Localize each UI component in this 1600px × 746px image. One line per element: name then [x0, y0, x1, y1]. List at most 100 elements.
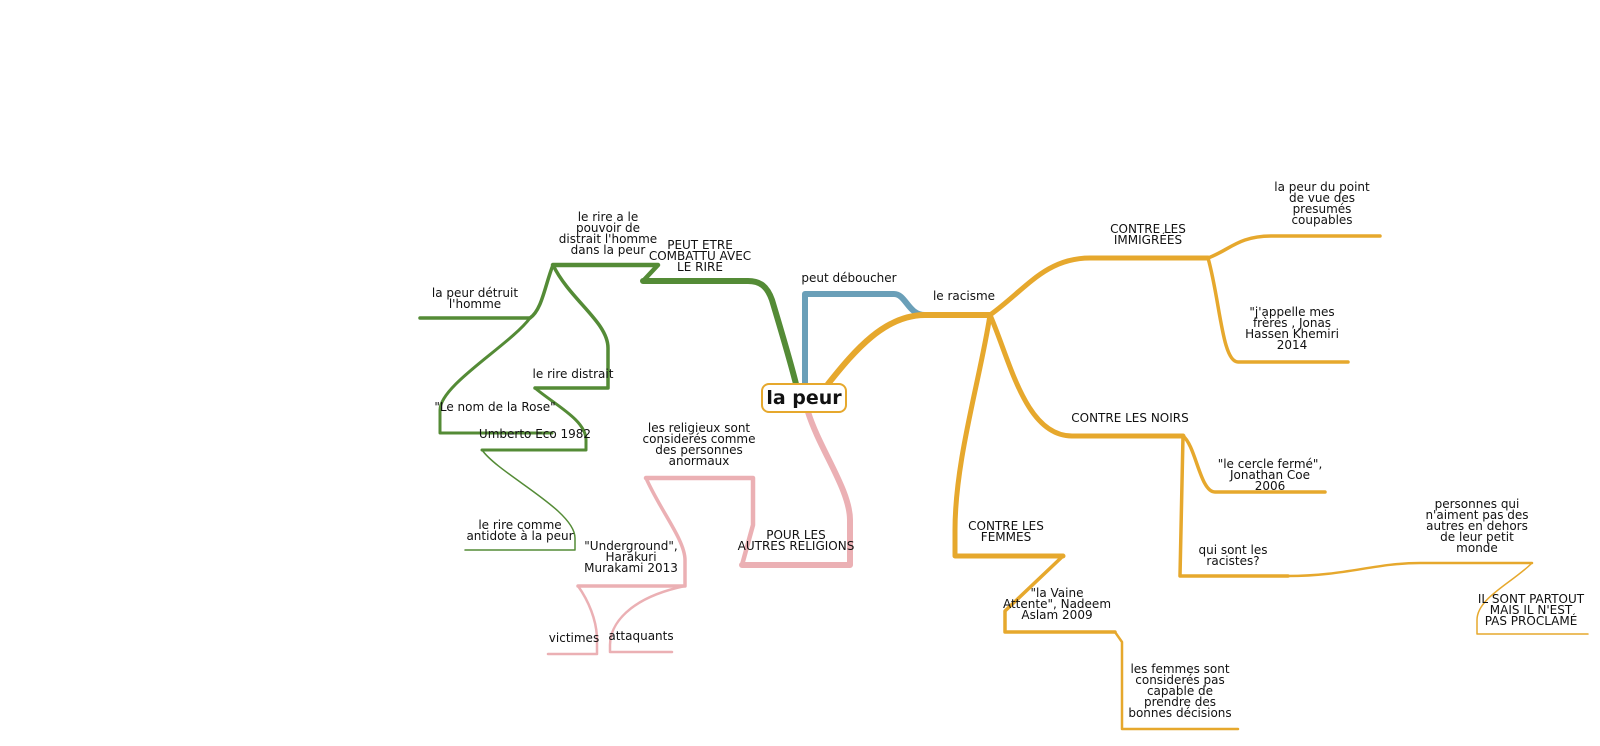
- node-le-racisme[interactable]: le racisme: [933, 289, 995, 303]
- label-line: CONTRE LES: [1110, 222, 1186, 236]
- label-line: le rire a le: [578, 210, 639, 224]
- label-line: pouvoir de: [576, 221, 640, 235]
- edge-underground-to-victimes[interactable]: [546, 584, 599, 656]
- label-line: des personnes: [655, 443, 742, 457]
- label-line: 2014: [1277, 338, 1308, 352]
- edge-peut-etre-to-rire-a[interactable]: [550, 262, 661, 284]
- label-line: la peur du point: [1274, 180, 1370, 194]
- branch-pink: [546, 409, 853, 656]
- label-line: de vue des: [1289, 191, 1355, 205]
- label-line: distrait l'homme: [559, 232, 657, 246]
- label-line: Harakuri: [605, 550, 656, 564]
- node-le-rire-distrait[interactable]: le rire distrait: [533, 367, 614, 381]
- edge-vaine-to-capable[interactable]: [1113, 630, 1240, 731]
- label-line: n'aiment pas des: [1425, 508, 1528, 522]
- edge-root-to-peut-deboucher[interactable]: [802, 291, 971, 387]
- label-line: Attente", Nadeem: [1003, 597, 1111, 611]
- label-line: bonnes décisions: [1128, 706, 1231, 720]
- label-line: racistes?: [1206, 554, 1259, 568]
- edge-religieux-to-underground[interactable]: [576, 476, 687, 588]
- label-line: CONTRE LES: [968, 519, 1044, 533]
- label-line: de leur petit: [1440, 530, 1514, 544]
- label-line: "la Vaine: [1031, 586, 1084, 600]
- label-line: IMMIGRÉES: [1114, 232, 1182, 247]
- edge-religions-to-religieux[interactable]: [643, 475, 756, 568]
- label-line: l'homme: [449, 297, 501, 311]
- edge-immigrees-to-khemiri[interactable]: [1206, 256, 1350, 364]
- label-line: prendre des: [1144, 695, 1216, 709]
- label-line: dans la peur: [571, 243, 646, 257]
- node-peut-deboucher[interactable]: peut déboucher: [801, 271, 896, 285]
- label-line: le rire comme: [478, 518, 561, 532]
- label-line: IL SONT PARTOUT: [1478, 592, 1585, 606]
- label-line: "Underground",: [584, 539, 677, 553]
- label-line: antidote à la peur: [466, 529, 573, 543]
- label-line: 2006: [1255, 479, 1286, 493]
- edge-underground-to-attaquants[interactable]: [608, 584, 687, 654]
- label-line: la peur détruit: [432, 286, 518, 300]
- label-line: les femmes sont: [1130, 662, 1229, 676]
- label-line: FEMMES: [981, 530, 1031, 544]
- label-line: "j'appelle mes: [1249, 305, 1334, 319]
- root-node-box: [761, 383, 847, 413]
- root-node[interactable]: la peur: [761, 383, 847, 413]
- edge-racisme-to-noirs[interactable]: [987, 312, 1186, 439]
- edge-rire-a-to-rire-distrait[interactable]: [533, 263, 610, 390]
- label-line: AUTRES RELIGIONS: [738, 539, 855, 553]
- node-le-nom-de-la-rose[interactable]: "Le nom de la Rose": [434, 400, 555, 414]
- node-attaquants[interactable]: attaquants: [608, 629, 673, 643]
- edge-femmes-to-vaine[interactable]: [1003, 554, 1117, 634]
- label-line: les religieux sont: [648, 421, 751, 435]
- label-line: COMBATTU AVEC: [649, 249, 751, 263]
- edge-racisme-to-femmes[interactable]: [952, 312, 1066, 559]
- edge-detruit-to-nom-rose[interactable]: [438, 316, 554, 435]
- branch-blue: [802, 291, 971, 387]
- branch-orange: [825, 234, 1589, 731]
- label-line: presumés: [1293, 202, 1352, 216]
- edge-eco-to-antidote[interactable]: [464, 449, 576, 551]
- edge-noirs-to-racistes[interactable]: [1178, 434, 1290, 578]
- edge-racisme-to-immigrees[interactable]: [987, 255, 1211, 318]
- label-line: capable de: [1147, 684, 1213, 698]
- label-line: Murakami 2013: [584, 561, 678, 575]
- label-line: PAS PROCLAMÉ: [1485, 613, 1578, 628]
- edge-personnes-to-partout[interactable]: [1476, 562, 1589, 635]
- edge-root-to-racisme[interactable]: [825, 312, 993, 387]
- node-contre-les-noirs[interactable]: CONTRE LES NOIRS: [1071, 411, 1188, 425]
- label-line: anormaux: [669, 454, 730, 468]
- edge-rire-distrait-to-eco[interactable]: [480, 386, 588, 452]
- edge-noirs-to-cercle[interactable]: [1181, 434, 1327, 494]
- label-line: LE RIRE: [677, 260, 723, 274]
- node-victimes[interactable]: victimes: [549, 631, 599, 645]
- label-line: coupables: [1291, 213, 1352, 227]
- label-line: considerés pas: [1135, 673, 1224, 687]
- node-umberto-eco[interactable]: Umberto Eco 1982: [479, 427, 591, 441]
- edge-root-to-religions[interactable]: [739, 409, 853, 568]
- edge-immigrees-to-presumes[interactable]: [1206, 234, 1382, 260]
- label-line: PEUT ETRE: [667, 238, 733, 252]
- edge-racistes-to-personnes[interactable]: [1286, 561, 1534, 578]
- label-line: MAIS IL N'EST: [1490, 603, 1573, 617]
- label-line: Aslam 2009: [1021, 608, 1092, 622]
- label-line: Hassen Khemiri: [1245, 327, 1339, 341]
- label-line: considerés comme: [643, 432, 756, 446]
- edge-root-to-peut-etre[interactable]: [640, 278, 799, 387]
